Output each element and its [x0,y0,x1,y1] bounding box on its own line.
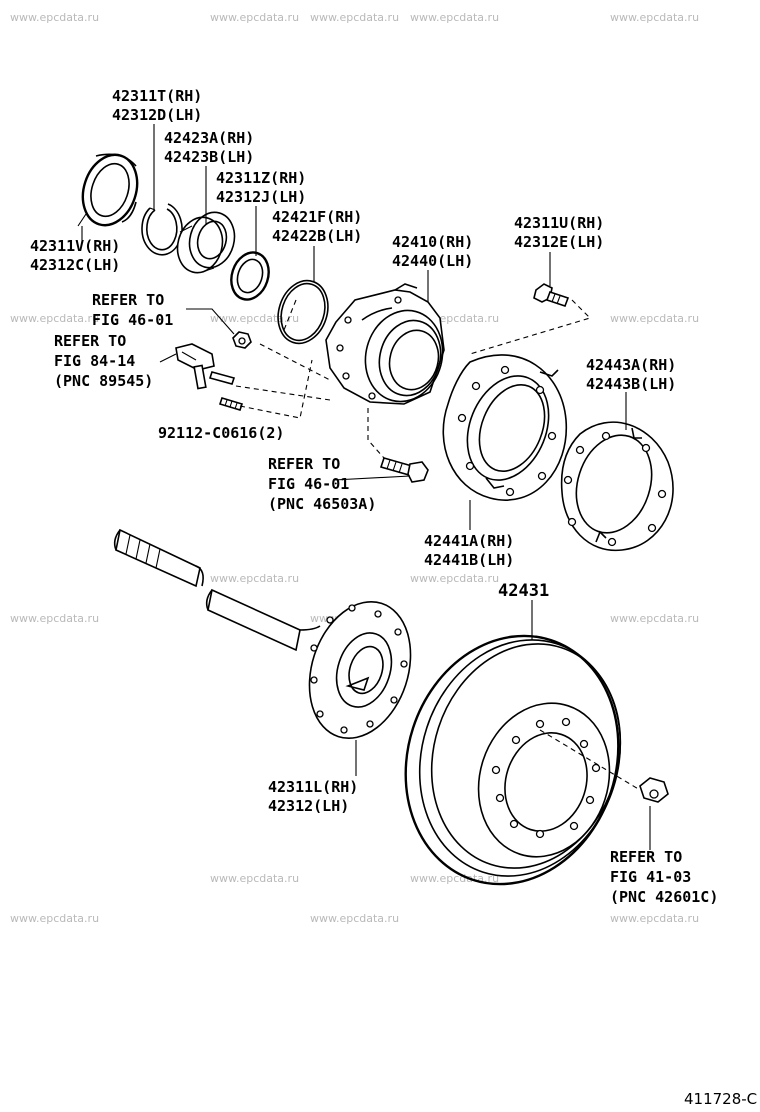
label-gasket: 42443A(RH) 42443B(LH) [586,356,676,393]
screw-part [218,397,244,411]
lug-nut-part [639,777,669,803]
assembly-lines [235,299,641,791]
watermark: www.epcdata.ru [310,912,399,925]
hub-bolt-part [533,283,570,308]
nut-part [232,331,252,349]
svg-text:FIG 46-01: FIG 46-01 [268,475,349,493]
svg-text:(PNC 42601C): (PNC 42601C) [610,888,718,906]
watermark: www.epcdata.ru [10,11,99,24]
svg-text:REFER TO: REFER TO [92,291,164,309]
svg-text:42312(LH): 42312(LH) [268,797,349,815]
label-seal-outer: 42311V(RH) 42312C(LH) [30,237,120,274]
svg-text:42311T(RH): 42311T(RH) [112,87,202,105]
watermark: www.epcdata.ru [410,572,499,585]
svg-text:42410(RH): 42410(RH) [392,233,473,251]
svg-text:42440(LH): 42440(LH) [392,252,473,270]
snap-ring-part [141,203,183,256]
label-bearing: 42423A(RH) 42423B(LH) [164,129,254,166]
svg-text:42423A(RH): 42423A(RH) [164,129,254,147]
gasket-part [560,421,674,552]
watermark: www.epcdata.ru [610,11,699,24]
watermark: www.epcdata.ru [210,11,299,24]
label-backing-plate: 42441A(RH) 42441B(LH) [424,532,514,569]
svg-text:42312D(LH): 42312D(LH) [112,106,202,124]
svg-text:42421F(RH): 42421F(RH) [272,208,362,226]
svg-text:42441B(LH): 42441B(LH) [424,551,514,569]
label-hub-housing: 42410(RH) 42440(LH) [392,233,473,270]
svg-text:FIG 41-03: FIG 41-03 [610,868,691,886]
label-bolt-ref: REFER TO FIG 46-01 (PNC 46503A) [268,455,376,513]
svg-text:REFER TO: REFER TO [610,848,682,866]
svg-text:42312E(LH): 42312E(LH) [514,233,604,251]
label-snap-ring: 42311T(RH) 42312D(LH) [112,87,202,124]
watermark: www.epcdata.ru [610,312,699,325]
leader-lines [81,124,651,850]
svg-text:REFER TO: REFER TO [268,455,340,473]
svg-text:42441A(RH): 42441A(RH) [424,532,514,550]
svg-text:42431: 42431 [498,581,549,601]
label-sensor-ref: REFER TO FIG 84-14 (PNC 89545) [54,332,153,390]
watermark: www.epcdata.ru [610,612,699,625]
label-lug-ref: REFER TO FIG 41-03 (PNC 42601C) [610,848,718,906]
watermark: www.epcdata.ru [210,872,299,885]
watermark: www.epcdata.ru [210,312,299,325]
figure-number: 411728-C [684,1090,757,1108]
svg-text:42423B(LH): 42423B(LH) [164,148,254,166]
svg-text:FIG 46-01: FIG 46-01 [92,311,173,329]
svg-text:42312C(LH): 42312C(LH) [30,256,120,274]
svg-text:42443A(RH): 42443A(RH) [586,356,676,374]
svg-text:42311L(RH): 42311L(RH) [268,778,358,796]
watermark: www.epcdata.ru [10,612,99,625]
brake-disc-part [404,634,622,886]
svg-text:42312J(LH): 42312J(LH) [216,188,306,206]
svg-text:(PNC 46503A): (PNC 46503A) [268,495,376,513]
label-o-ring: 42421F(RH) 42422B(LH) [272,208,362,245]
watermark: www.epcdata.ru [210,572,299,585]
retainer-ring-part [230,251,270,301]
hub-housing-part [325,283,445,405]
watermark: www.epcdata.ru [610,912,699,925]
watermark: www.epcdata.ru [10,912,99,925]
backing-plate-part [442,354,568,501]
svg-text:42311U(RH): 42311U(RH) [514,214,604,232]
watermark: www.epcdata.ru [410,11,499,24]
label-bolt-top: 42311U(RH) 42312E(LH) [514,214,604,251]
svg-text:42443B(LH): 42443B(LH) [586,375,676,393]
svg-text:(PNC 89545): (PNC 89545) [54,372,153,390]
abs-sensor-part [175,343,236,390]
label-disc: 42431 [498,581,549,601]
svg-text:REFER TO: REFER TO [54,332,126,350]
axle-shaft-part [113,528,412,740]
svg-text:42311Z(RH): 42311Z(RH) [216,169,306,187]
watermark-layer: www.epcdata.ru www.epcdata.ru www.epcdat… [10,11,699,925]
watermark: www.epcdata.ru [10,312,99,325]
watermark: www.epcdata.ru [310,11,399,24]
part-labels: 42311T(RH) 42312D(LH) 42423A(RH) 42423B(… [30,87,718,906]
label-nut-ref: REFER TO FIG 46-01 [92,291,173,329]
label-screw: 92112-C0616(2) [158,424,284,442]
label-retainer: 42311Z(RH) 42312J(LH) [216,169,306,206]
oil-seal-part [77,153,139,227]
svg-text:FIG 84-14: FIG 84-14 [54,352,135,370]
o-ring-part [277,279,329,345]
svg-text:42311V(RH): 42311V(RH) [30,237,120,255]
svg-text:42422B(LH): 42422B(LH) [272,227,362,245]
bearing-part [176,211,236,274]
label-axle-shaft: 42311L(RH) 42312(LH) [268,778,358,815]
svg-text:92112-C0616(2): 92112-C0616(2) [158,424,284,442]
mount-bolt-part [379,457,429,483]
